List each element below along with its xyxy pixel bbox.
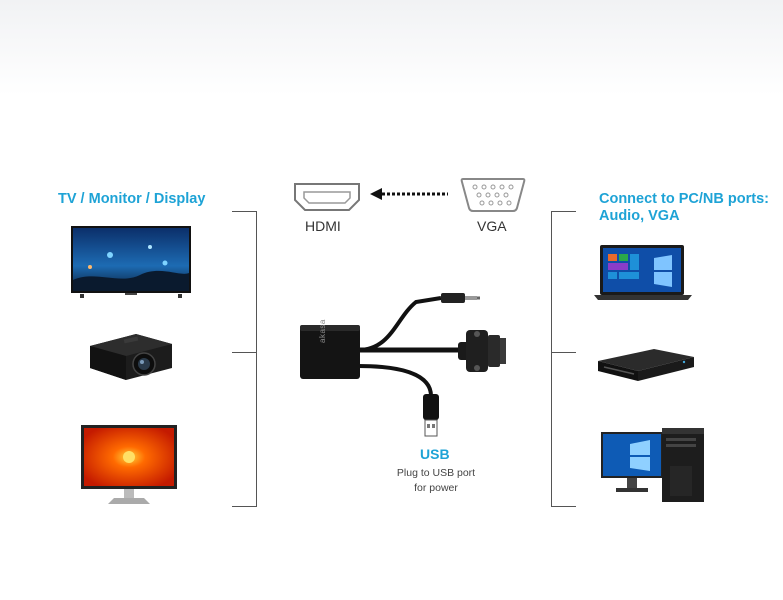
vga-port-icon [458, 176, 528, 214]
tv-icon [70, 225, 192, 300]
left-bracket-middle [232, 352, 257, 353]
left-heading: TV / Monitor / Display [58, 190, 205, 208]
monitor-icon [80, 424, 178, 506]
hdmi-label: HDMI [305, 218, 341, 234]
laptop-icon [594, 244, 692, 302]
right-bracket-top [551, 211, 576, 212]
usb-title: USB [420, 446, 450, 462]
vga-to-hdmi-adapter [296, 288, 516, 438]
right-bracket-vertical [551, 211, 552, 507]
vga-label: VGA [477, 218, 507, 234]
left-bracket-top [232, 211, 257, 212]
top-background-shade [0, 0, 783, 95]
adapter-brand-text: akasa [318, 319, 327, 343]
left-bracket-bottom [232, 506, 257, 507]
usb-description: Plug to USB port for power [386, 466, 486, 496]
right-bracket-middle [551, 352, 576, 353]
right-heading-line2: Audio, VGA [599, 207, 680, 225]
direction-arrow-icon [368, 186, 452, 202]
projector-icon [84, 328, 176, 384]
usb-desc-line1: Plug to USB port [386, 466, 486, 481]
hdmi-port-icon [292, 180, 362, 214]
left-bracket-vertical [256, 211, 257, 507]
dvd-player-icon [594, 343, 698, 387]
right-heading-line1: Connect to PC/NB ports: [599, 190, 769, 208]
usb-desc-line2: for power [386, 481, 486, 496]
right-bracket-bottom [551, 506, 576, 507]
desktop-pc-icon [600, 426, 708, 506]
